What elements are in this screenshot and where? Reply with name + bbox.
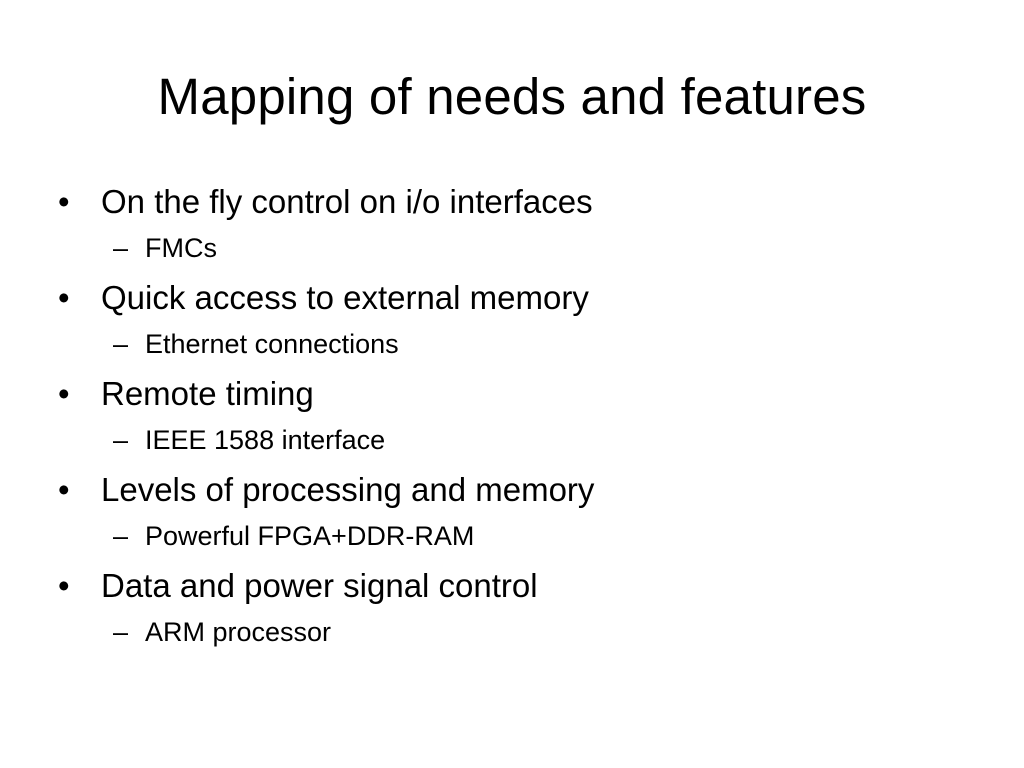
sub-bullet-text: IEEE 1588 interface [145, 425, 386, 455]
bullet-level2: – IEEE 1588 interface [58, 420, 978, 468]
bullet-level1: • Remote timing [58, 372, 978, 420]
bullet-text: On the fly control on i/o interfaces [101, 183, 593, 220]
dash-glyph: – [113, 425, 129, 455]
bullet-level1: • Levels of processing and memory [58, 468, 978, 516]
bullet-text: Remote timing [101, 375, 314, 412]
bullet-glyph: • [58, 567, 70, 604]
bullet-glyph: • [58, 375, 70, 412]
dash-glyph: – [113, 329, 129, 359]
bullet-level1: • Quick access to external memory [58, 276, 978, 324]
bullet-text: Quick access to external memory [101, 279, 589, 316]
bullet-list: • On the fly control on i/o interfaces –… [58, 180, 978, 660]
bullet-item: • Data and power signal control – ARM pr… [58, 564, 978, 660]
bullet-item: • Remote timing – IEEE 1588 interface [58, 372, 978, 468]
dash-glyph: – [113, 617, 129, 647]
bullet-item: • On the fly control on i/o interfaces –… [58, 180, 978, 276]
bullet-item: • Levels of processing and memory – Powe… [58, 468, 978, 564]
sub-bullet-text: Powerful FPGA+DDR-RAM [145, 521, 475, 551]
bullet-level2: – ARM processor [58, 612, 978, 660]
bullet-level2: – Ethernet connections [58, 324, 978, 372]
dash-glyph: – [113, 233, 129, 263]
bullet-glyph: • [58, 183, 70, 220]
bullet-text: Levels of processing and memory [101, 471, 595, 508]
bullet-item: • Quick access to external memory – Ethe… [58, 276, 978, 372]
sub-bullet-text: ARM processor [145, 617, 332, 647]
sub-bullet-text: FMCs [145, 233, 217, 263]
bullet-level1: • Data and power signal control [58, 564, 978, 612]
bullet-text: Data and power signal control [101, 567, 538, 604]
bullet-level2: – Powerful FPGA+DDR-RAM [58, 516, 978, 564]
bullet-level1: • On the fly control on i/o interfaces [58, 180, 978, 228]
bullet-glyph: • [58, 279, 70, 316]
sub-bullet-text: Ethernet connections [145, 329, 399, 359]
slide-title: Mapping of needs and features [157, 68, 867, 125]
bullet-level2: – FMCs [58, 228, 978, 276]
bullet-glyph: • [58, 471, 70, 508]
dash-glyph: – [113, 521, 129, 551]
